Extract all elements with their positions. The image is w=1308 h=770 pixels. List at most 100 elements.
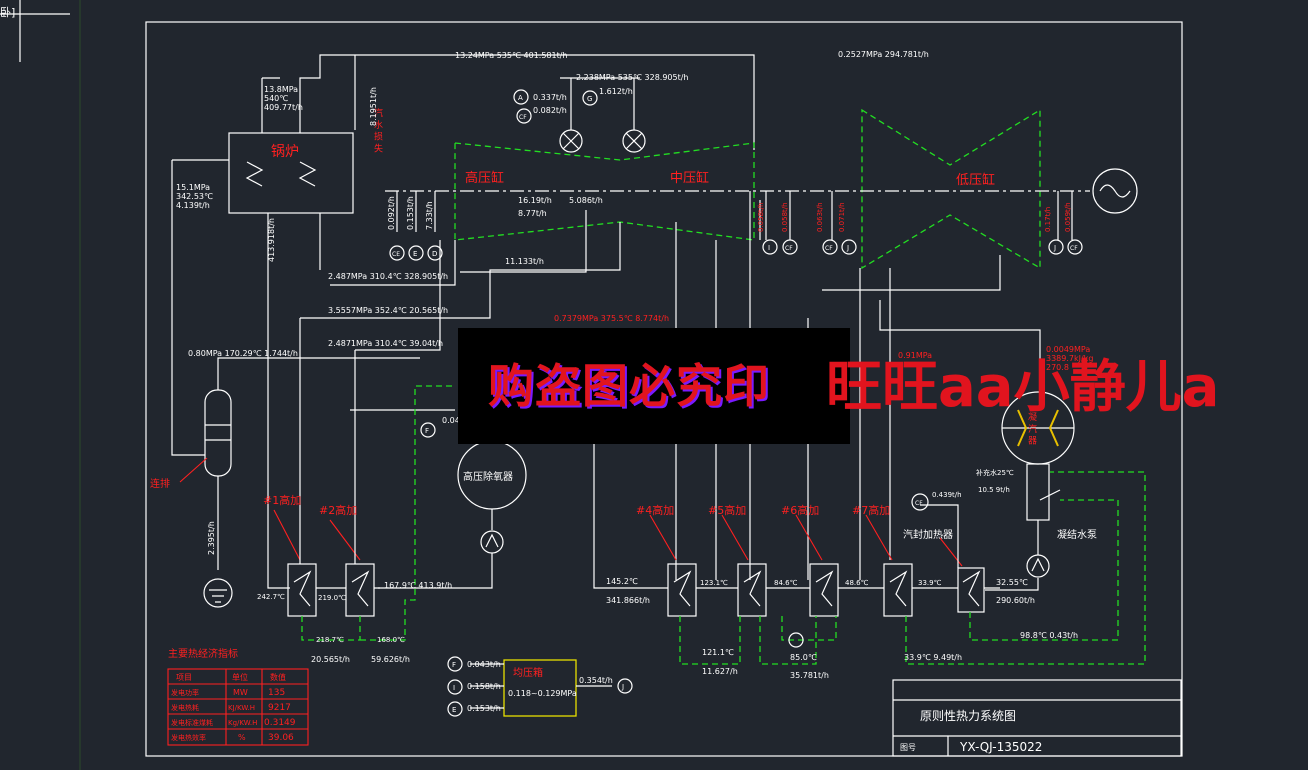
drum-temp: 342.53℃ — [176, 192, 213, 201]
heater-2-drain-flow: 59.626t/h — [371, 655, 410, 664]
heater-6-label: #6高加 — [781, 503, 819, 517]
crosshair-cursor — [0, 0, 81, 770]
condenser-out-flow: 290.60t/h — [996, 596, 1035, 605]
heater-4-drain-temp: 121.1℃ — [702, 648, 734, 657]
lp-extraction-label: 0.91MPa — [898, 351, 932, 360]
marker-j-3: J — [621, 683, 624, 691]
balance-box-label: 均压箱 — [513, 666, 543, 679]
heater-5-label: #5高加 — [708, 503, 746, 517]
leak-3: 7.33t/h — [425, 201, 434, 230]
ip-leak-label: 11.133t/h — [505, 257, 544, 266]
feedwater-flow: 413.918t/h — [267, 218, 276, 262]
watermark-box — [458, 328, 850, 444]
marker-a: A — [518, 94, 523, 102]
condenser-label: 凝 汽 器 — [1026, 412, 1037, 445]
heater-1-out-temp: 219.0℃ — [318, 594, 346, 602]
kpi-row-value: 135 — [268, 688, 285, 698]
blowdown-flow: 2.395t/h — [207, 521, 216, 555]
watermark-side: 旺旺aa小静儿a — [826, 355, 1220, 420]
heater-6-temp: 84.6℃ — [774, 579, 798, 587]
drawing-no-label: 图号 — [900, 743, 916, 752]
marker-cf: CF — [519, 114, 527, 121]
heater-4-label: #4高加 — [636, 503, 674, 517]
heater-1-drain-flow: 20.565t/h — [311, 655, 350, 664]
boiler-out-flow: 409.77t/h — [264, 103, 303, 112]
kpi-row-unit: % — [238, 733, 246, 742]
extraction-2-label: 2.4871MPa 310.4℃ 39.04t/h — [328, 339, 443, 348]
hp-ip-turbine-outline — [454, 142, 755, 241]
circle-markers — [389, 89, 1083, 717]
condensate-pump-symbol[interactable] — [1026, 554, 1050, 578]
heater-7-label: #7高加 — [852, 503, 890, 517]
kpi-row-value: 0.3149 — [264, 718, 296, 728]
hp-cylinder-label: 高压缸 — [465, 170, 504, 186]
heater-1-drain-temp: 218.7℃ — [316, 636, 344, 644]
red-ext-1: 0.058t/h — [757, 202, 765, 232]
makeup-water-label: 补充水25℃ — [976, 468, 1014, 477]
kpi-row-unit: MW — [233, 688, 248, 697]
heater-1-in-temp: 242.7℃ — [257, 593, 285, 601]
boiler-label: 锅炉 — [271, 144, 299, 160]
lp-cylinder-label: 低压缸 — [956, 172, 995, 188]
kpi-table-grid — [167, 668, 309, 746]
marker-cf-3: CF — [825, 245, 833, 252]
gland-drain-label: 98.8℃ 0.43t/h — [1020, 631, 1078, 640]
kpi-row-label: 发电热效率 — [171, 733, 206, 742]
hp-heaters — [287, 563, 375, 617]
drawing-number: YX-QJ-135022 — [959, 740, 1042, 754]
heater-2-label: #2高加 — [319, 503, 357, 517]
marker-cf-5: CF — [915, 500, 923, 507]
balance-out-flow: 0.354t/h — [579, 676, 613, 685]
heater-7-temp: 48.6℃ — [845, 579, 869, 587]
blowdown-tank — [204, 389, 232, 477]
blowdown-label: 连排 — [150, 477, 170, 490]
lp-exhaust-pressure: 0.0049MPa — [1046, 345, 1090, 354]
lp-heaters — [667, 563, 985, 617]
extraction-1-label: 3.5557MPa 352.4℃ 20.565t/h — [328, 306, 448, 315]
marker-cf-4: CF — [1070, 245, 1078, 252]
kpi-row-label: 发电标准煤耗 — [171, 718, 213, 727]
g-flow: 1.612t/h — [599, 87, 633, 96]
leak-1: 0.092t/h — [387, 196, 396, 230]
drawing-title: 原则性热力系统图 — [920, 709, 1016, 723]
cold-reheat-label: 2.487MPa 310.4℃ 328.905t/h — [328, 272, 448, 281]
title-block-frame — [892, 679, 1182, 757]
makeup-water-flow: 10.5 9t/h — [978, 486, 1010, 494]
main-steam-label: 13.24MPa 535℃ 401.581t/h — [455, 51, 568, 60]
marker-e: E — [413, 250, 417, 258]
kpi-row-unit: KJ/KW.H — [228, 704, 255, 712]
boiler-box — [228, 132, 354, 214]
condensate-pump-label: 凝结水泵 — [1057, 528, 1097, 541]
boiler-out-temp: 540℃ — [264, 94, 288, 103]
drawing-frame — [145, 21, 1183, 757]
marker-d: D — [432, 250, 437, 258]
gland-heater-temp: 33.9℃ — [918, 579, 942, 587]
kpi-row-value: 39.06 — [268, 733, 294, 743]
red-ext-3: 0.063t/h — [816, 202, 824, 232]
heater-1-label: #1高加 — [263, 493, 301, 507]
marker-ce: CE — [392, 251, 400, 258]
kpi-header-unit: 单位 — [232, 672, 248, 682]
kpi-row-label: 发电热耗 — [171, 703, 199, 712]
kpi-title: 主要热经济指标 — [168, 647, 238, 660]
balance-e-flow: 0.153t/h — [467, 704, 501, 713]
lp-turbine-outline — [861, 108, 1041, 270]
marker-i-2: I — [453, 684, 455, 692]
watermark-main: 购盗图必究印 — [488, 359, 770, 413]
marker-j: J — [846, 244, 849, 252]
kpi-header-value: 数值 — [270, 672, 286, 682]
drum-flow: 4.139t/h — [176, 201, 210, 210]
hp-ext-1: 16.19t/h — [518, 196, 552, 205]
blowdown-steam-label: 0.80MPa 170.29℃ 1.744t/h — [188, 349, 298, 358]
kpi-row-label: 发电功率 — [171, 688, 199, 697]
red-ext-4: 0.071t/h — [838, 202, 846, 232]
gland-cf-flow: 0.439t/h — [932, 491, 962, 499]
corner-tab[interactable]: 卧] — [0, 6, 16, 19]
heater-6-drain-temp: 85.0℃ — [790, 653, 817, 662]
kpi-row-unit: Kg/KW.H — [228, 719, 257, 727]
gland-out-temp: 32.55℃ — [996, 578, 1028, 587]
kpi-header-item: 项目 — [176, 673, 192, 682]
hp-ext-3: 5.086t/h — [569, 196, 603, 205]
